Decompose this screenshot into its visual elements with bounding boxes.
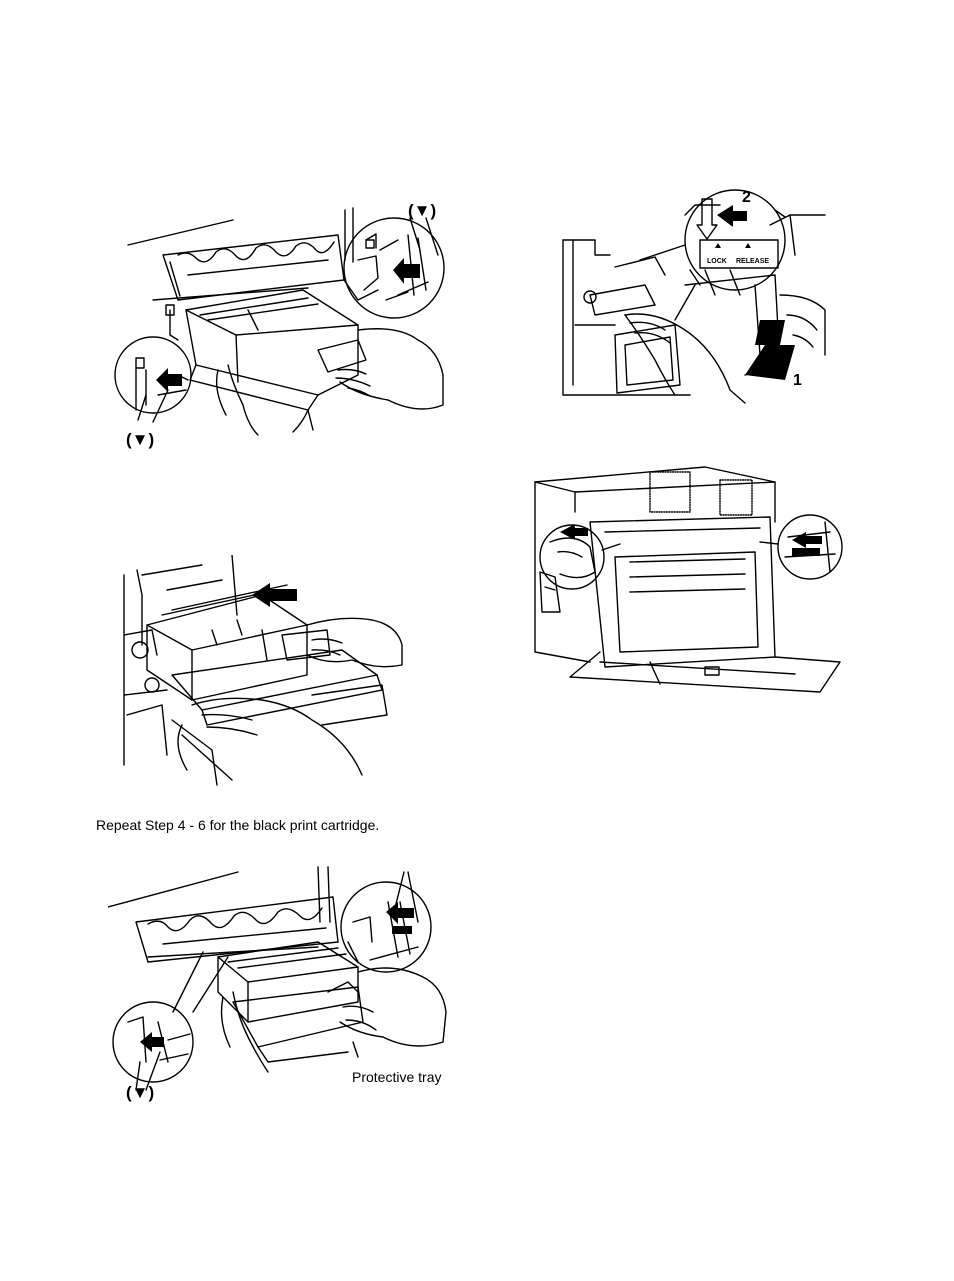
figure-slide-cartridge-in — [112, 555, 417, 790]
figure-lock-release-lever — [555, 185, 830, 405]
illustration-black-cartridge — [108, 862, 448, 1102]
triangle-marker-label-bottom-fig5: (▼) — [126, 1084, 154, 1101]
lock-label: LOCK — [707, 258, 727, 265]
release-label: RELEASE — [736, 258, 769, 265]
illustration-lock-release — [555, 185, 830, 405]
triangle-marker-label-bottom: (▼) — [126, 431, 154, 448]
protective-tray-label: Protective tray — [352, 1069, 441, 1085]
illustration-slide-cartridge — [112, 555, 417, 790]
figure-printer-front-handles — [530, 462, 850, 697]
figure-cartridge-align-markers — [108, 200, 448, 460]
step-number-2: 2 — [742, 189, 751, 207]
repeat-step-instruction: Repeat Step 4 - 6 for the black print ca… — [96, 817, 379, 834]
step-number-1: 1 — [793, 372, 802, 390]
figure-black-cartridge-protective-tray — [108, 862, 448, 1102]
triangle-marker-label-top: (▼) — [408, 202, 436, 219]
illustration-printer-front — [530, 462, 850, 697]
illustration-cartridge-insert — [108, 200, 448, 460]
